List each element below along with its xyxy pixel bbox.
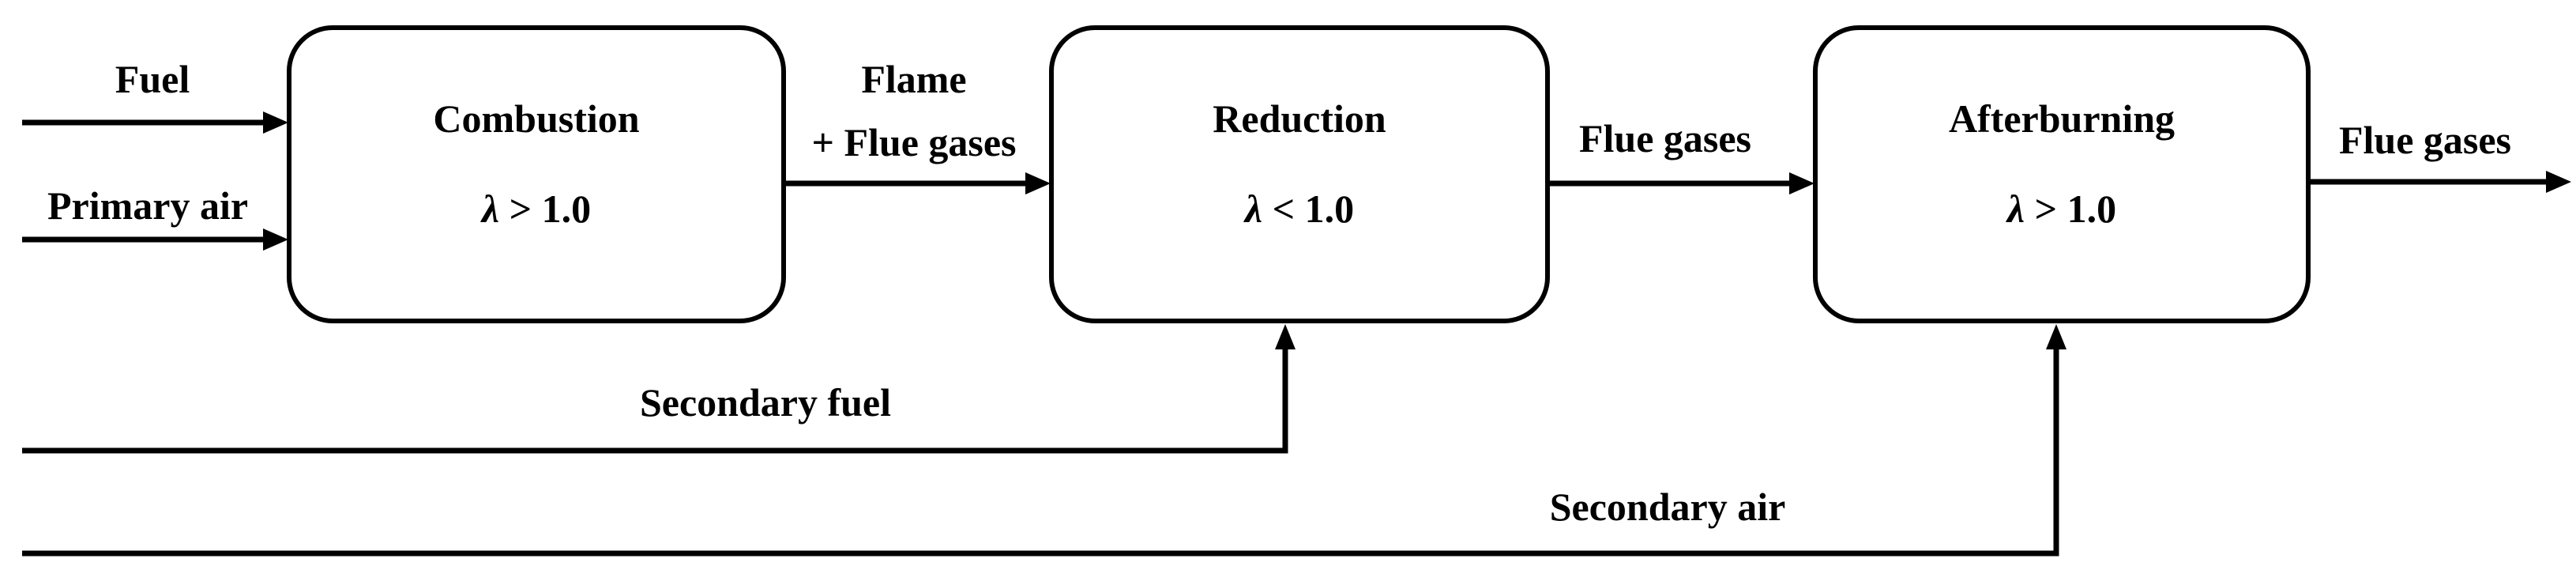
reduction-title: Reduction xyxy=(1213,96,1386,141)
combustion-title: Combustion xyxy=(433,96,640,141)
afterburning-lambda: λ > 1.0 xyxy=(2006,187,2117,231)
flue-gases-out-label: Flue gases xyxy=(2338,118,2512,162)
secondary-fuel-arrowhead xyxy=(1275,324,1296,349)
primary-air-label: Primary air xyxy=(47,183,249,228)
flue-gases-out-arrowhead xyxy=(2546,171,2571,193)
afterburning-title: Afterburning xyxy=(1948,96,2175,141)
reduction-box: Reduction λ < 1.0 xyxy=(1049,25,1550,323)
flame-flue-gases-label: Flame + Flue gases xyxy=(811,47,1016,174)
flame-label-line2: + Flue gases xyxy=(811,120,1017,164)
flame-label-line1: Flame xyxy=(861,57,967,101)
secondary-air-label: Secondary air xyxy=(1549,485,1786,529)
combustion-box: Combustion λ > 1.0 xyxy=(287,25,786,323)
secondary-air-line xyxy=(22,342,2059,557)
reduction-lambda: λ < 1.0 xyxy=(1244,187,1355,231)
fuel-label: Fuel xyxy=(115,57,190,101)
flame-arrowhead xyxy=(1025,172,1051,194)
flue-gases-mid-arrowhead xyxy=(1789,172,1814,194)
primary-air-arrowhead xyxy=(263,228,288,251)
secondary-fuel-label: Secondary fuel xyxy=(639,380,892,425)
secondary-fuel-line xyxy=(22,342,1288,454)
flue-gases-mid-label: Flue gases xyxy=(1578,116,1752,160)
secondary-air-arrowhead xyxy=(2046,324,2066,349)
combustion-lambda: λ > 1.0 xyxy=(481,187,592,231)
fuel-arrowhead xyxy=(263,111,288,134)
afterburning-box: Afterburning λ > 1.0 xyxy=(1813,25,2311,323)
